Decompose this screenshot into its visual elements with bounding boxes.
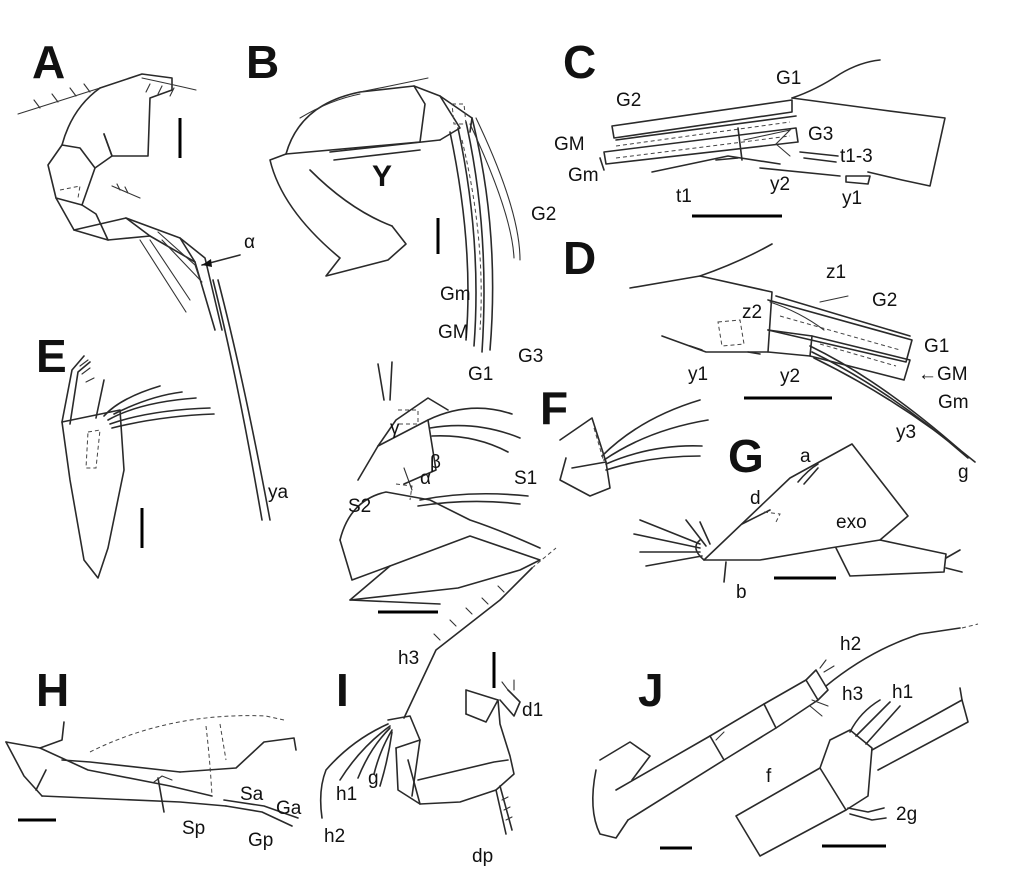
panel-i-label-dp: dp [472, 846, 493, 867]
panel-d-label-y1: y1 [688, 364, 708, 385]
panel-b: B Y G2 Gm GM G1 G3 [246, 36, 556, 385]
panel-i-label-h3: h3 [398, 648, 419, 669]
panel-f-left-drawing [339, 361, 541, 614]
panel-d-drawing [629, 243, 976, 463]
panel-h-label-gp: Gp [248, 830, 273, 851]
panel-i-label-g: g [368, 768, 379, 789]
panel-i-label-d1: d1 [522, 700, 543, 721]
panel-e: E [36, 330, 215, 579]
panel-b-label-gm-lower: Gm [440, 284, 471, 305]
panel-a-drawing [17, 73, 271, 521]
panel-j-label-h2: h2 [840, 634, 861, 655]
panel-g-drawing [633, 443, 963, 583]
panel-letter-c: C [563, 36, 596, 88]
panel-letter-i: I [336, 664, 349, 716]
panel-c-drawing [599, 59, 946, 218]
panel-j-label-h1: h1 [892, 682, 913, 703]
panel-b-drawing [269, 77, 521, 353]
panel-e-drawing [61, 355, 215, 579]
panel-c-label-y1: y1 [842, 188, 862, 209]
panel-letter-b: B [246, 36, 279, 88]
panel-c-label-g2: G2 [616, 90, 641, 111]
panel-f-left: γ β α S1 S2 [339, 361, 541, 614]
panel-j-label-h3: h3 [842, 684, 863, 705]
panel-d-label-y3: y3 [896, 422, 916, 443]
panel-i-drawing [319, 547, 557, 835]
panel-f-label-beta: β [430, 452, 441, 473]
panel-d-label-z2: z2 [742, 302, 762, 323]
panel-c-label-y2: y2 [770, 174, 790, 195]
panel-g: G a d exo b [633, 430, 963, 603]
panel-b-label-gm-upper: GM [438, 322, 469, 343]
panel-h: H Sa Ga Sp Gp [5, 664, 302, 851]
panel-letter-j: J [638, 664, 664, 716]
panel-d-label-y2: y2 [780, 366, 800, 387]
panel-d-label-gm-lower: Gm [938, 392, 969, 413]
panel-h-label-ga: Ga [276, 798, 302, 819]
panel-f-label-alpha: α [420, 468, 431, 489]
panel-d-label-gm-arrow: ←GM [918, 364, 968, 385]
panel-a: A α ya [17, 36, 289, 521]
panel-letter-d: D [563, 232, 596, 284]
panel-f-label-s1: S1 [514, 468, 537, 489]
panel-i-label-h1: h1 [336, 784, 357, 805]
panel-f-label-s2: S2 [348, 496, 371, 517]
panel-h-label-sp: Sp [182, 818, 205, 839]
panel-j-drawing [592, 623, 979, 857]
panel-d-label-g: g [958, 462, 969, 483]
panel-j-label-f: f [766, 766, 772, 787]
panel-c-label-t1-3: t1-3 [840, 146, 873, 167]
panel-b-label-g2: G2 [531, 204, 556, 225]
panel-b-label-g1: G1 [468, 364, 493, 385]
panel-g-label-d: d [750, 488, 761, 509]
panel-a-label-alpha: α [244, 232, 255, 253]
panel-letter-h: H [36, 664, 69, 716]
panel-f-label-gamma: γ [390, 418, 400, 439]
panel-g-label-exo: exo [836, 512, 867, 533]
panel-c: C G2 G1 GM Gm G3 t1-3 t1 y2 y1 [554, 36, 946, 218]
panel-f: F [540, 382, 709, 497]
panel-c-label-gm-upper: GM [554, 134, 585, 155]
panel-d-label-g1: G1 [924, 336, 949, 357]
panel-c-label-g1: G1 [776, 68, 801, 89]
panel-h-drawing [5, 715, 299, 827]
panel-c-label-gm-lower: Gm [568, 165, 599, 186]
panel-g-label-a: a [800, 446, 811, 467]
panel-f-drawing [559, 399, 709, 497]
panel-b-label-g3: G3 [518, 346, 543, 367]
panel-i: I h3 d1 h1 g h2 dp [319, 547, 557, 867]
panel-c-label-t1: t1 [676, 186, 692, 207]
panel-letter-g: G [728, 430, 764, 482]
panel-d-label-z1: z1 [826, 262, 846, 283]
panel-b-label-y: Y [372, 160, 392, 193]
panel-j: J h2 h3 h1 f 2g [592, 623, 979, 857]
panel-a-label-ya: ya [268, 482, 289, 503]
panel-letter-a: A [32, 36, 65, 88]
panel-i-label-h2: h2 [324, 826, 345, 847]
panel-letter-f: F [540, 382, 568, 434]
panel-letter-e: E [36, 330, 67, 382]
panel-g-label-b: b [736, 582, 747, 603]
panel-j-label-2g: 2g [896, 804, 917, 825]
panel-d-label-g2: G2 [872, 290, 897, 311]
panel-h-label-sa: Sa [240, 784, 264, 805]
panel-d: D z1 z2 G2 G1 ←GM Gm y1 y2 y3 g [563, 232, 976, 483]
panel-c-label-g3: G3 [808, 124, 833, 145]
